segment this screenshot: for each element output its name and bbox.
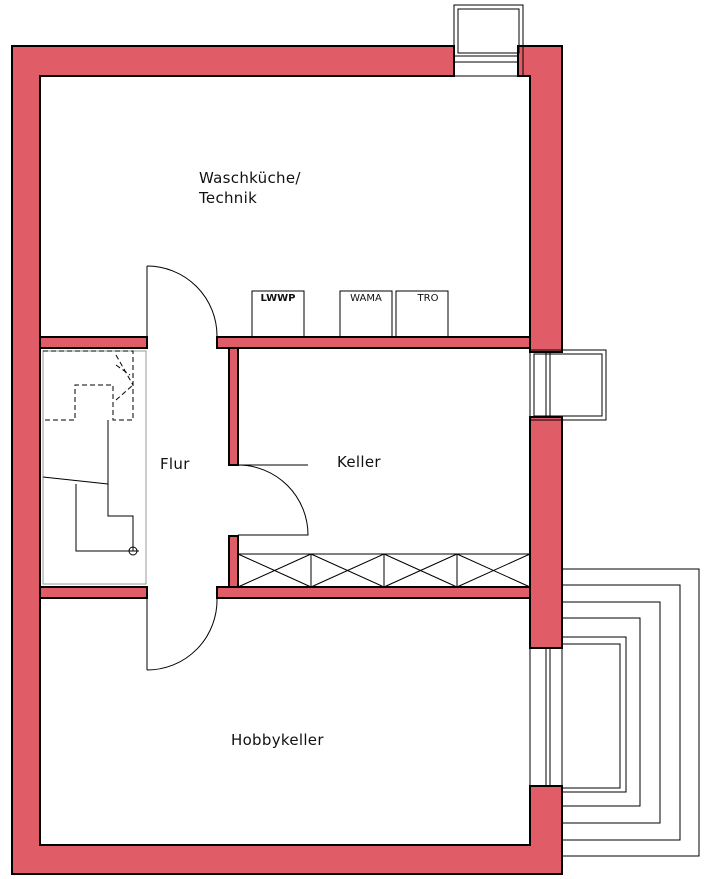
room-label-flur: Flur [160, 455, 190, 473]
window-right [529, 349, 607, 421]
room-label-hobbykeller: Hobbykeller [231, 731, 324, 749]
door-hobbykeller [146, 597, 218, 671]
appliance-lwwp: LWWP [251, 290, 305, 338]
appliance-tro: TRO [395, 290, 449, 338]
room-label-waschkueche: Waschküche/ [199, 169, 301, 187]
appliance-label-wama: WAMA [350, 293, 382, 304]
door-waschkueche [146, 265, 218, 337]
storage-shelves [237, 553, 531, 588]
light-well [529, 568, 700, 857]
stairs [42, 350, 147, 585]
room-label-technik: Technik [198, 189, 257, 207]
appliance-label-tro: TRO [417, 293, 439, 304]
room-label-keller: Keller [337, 453, 381, 471]
door-keller [237, 464, 309, 536]
appliance-wama: WAMA [339, 290, 393, 338]
window-top [453, 4, 524, 77]
interior-walls [39, 336, 531, 599]
appliance-label-lwwp: LWWP [261, 293, 296, 304]
